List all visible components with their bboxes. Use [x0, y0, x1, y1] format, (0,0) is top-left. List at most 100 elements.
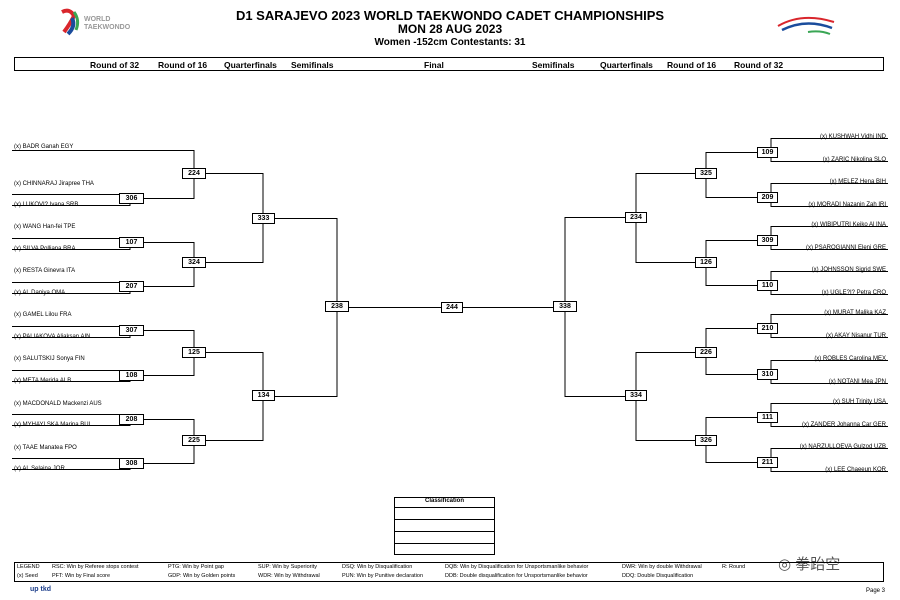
- legend-item: DDB: Double disqualification for Unsport…: [445, 573, 588, 579]
- round-label-right-sf: Semifinals: [532, 60, 575, 70]
- athlete-left-12: (x) MACDONALD Mackenzi AUS: [14, 401, 102, 407]
- athlete-right-10: (x) AKAY Nisanur TUR: [825, 333, 886, 339]
- event-date: MON 28 AUG 2023: [397, 22, 503, 36]
- round-label-right-r32: Round of 32: [734, 60, 784, 70]
- match-box: 308: [119, 458, 144, 469]
- watermark: ◎ 拳跆空: [778, 556, 841, 573]
- athlete-left-11: (x) META Merida ALB: [14, 378, 72, 384]
- athlete-right-7: (x) JOHNSSON Sigrid SWE: [811, 267, 886, 273]
- classification-row: [394, 507, 495, 508]
- match-box: 126: [695, 257, 717, 268]
- category-info: Women -152cm Contestants: 31: [374, 37, 526, 48]
- match-box: 226: [695, 347, 717, 358]
- match-box: 107: [119, 237, 144, 248]
- match-box: 238: [325, 301, 349, 312]
- athlete-left-10: (x) SALUTSKIJ Sonya FIN: [14, 356, 85, 362]
- match-box: 224: [182, 168, 206, 179]
- match-box: 306: [119, 193, 144, 204]
- classification-row: [394, 543, 495, 544]
- legend-item: SUP: Win by Superiority: [258, 564, 317, 570]
- round-label-left-qf: Quarterfinals: [224, 60, 277, 70]
- logo-text-taekwondo: TAEKWONDO: [84, 24, 131, 31]
- round-label-final: Final: [424, 60, 444, 70]
- match-box: 309: [757, 235, 778, 246]
- match-box: 325: [695, 168, 717, 179]
- wechat-icon: ◎: [778, 556, 796, 573]
- athlete-left-1: (x) BADR Ganah EGY: [14, 144, 74, 150]
- legend-item: GDP: Win by Golden points: [168, 573, 236, 579]
- match-box: 134: [252, 390, 275, 401]
- athlete-left-4: (x) WANG Han-fei TPE: [14, 224, 76, 230]
- athlete-left-13: (x) MYHAYLSKA Marina BUL: [14, 422, 92, 428]
- athlete-left-8: (x) GAMEL Lilou FRA: [14, 312, 72, 318]
- match-box: 338: [553, 301, 577, 312]
- athlete-right-4: (x) MORADI Nazanin Zah IRI: [808, 202, 886, 208]
- match-box: 125: [182, 347, 206, 358]
- match-box: 108: [119, 370, 144, 381]
- match-box: 207: [119, 281, 144, 292]
- match-box: 225: [182, 435, 206, 446]
- match-box: 324: [182, 257, 206, 268]
- athlete-right-11: (x) ROBLES Carolina MEX: [814, 356, 886, 362]
- athlete-right-14: (x) ZANDER Johanna Car GER: [801, 422, 886, 428]
- classification-title: Classification: [424, 498, 464, 504]
- match-box: 310: [757, 369, 778, 380]
- athlete-right-15: (x) NARZULLOEVA Gulzod UZB: [799, 444, 886, 450]
- athlete-right-13: (x) SUH Trinity USA: [832, 399, 886, 405]
- athlete-right-6: (x) PSAROGIANNI Eleni GRE: [805, 245, 886, 251]
- athlete-left-7: (x) AL Daniya OMA: [14, 290, 66, 296]
- world-taekwondo-logo: WORLD TAEKWONDO: [58, 8, 148, 38]
- athlete-left-2: (x) CHINNARAJ Jirapree THA: [14, 181, 94, 187]
- match-box: 307: [119, 325, 144, 336]
- athlete-left-5: (x) SILVA Polliana BRA: [14, 246, 76, 252]
- legend-box: [14, 562, 884, 582]
- round-label-left-r32: Round of 32: [90, 60, 140, 70]
- athlete-right-8: (x) UGLE?I? Petra CRO: [821, 290, 886, 296]
- final-match-box: 244: [441, 302, 463, 313]
- legend-item: DDQ: Double Disqualification: [622, 573, 694, 579]
- classification-row: [394, 531, 495, 532]
- match-box: 111: [757, 412, 778, 423]
- athlete-right-3: (x) MELEZ Hena BIH: [829, 179, 886, 185]
- match-box: 208: [119, 414, 144, 425]
- legend-item: R: Round: [722, 564, 746, 570]
- athlete-right-16: (x) LEE Chaeeun KOR: [825, 467, 886, 473]
- uptkd-logo: up tkd: [30, 586, 51, 593]
- legend-item: LEGEND: [17, 564, 40, 570]
- logo-text-world: WORLD: [84, 16, 110, 23]
- athlete-right-12: (x) NOTANI Mea JPN: [828, 379, 886, 385]
- round-header-bar: [14, 57, 884, 71]
- athlete-left-6: (x) RESTA Ginevra ITA: [14, 268, 76, 274]
- athlete-right-5: (x) WIBIPUTRI Keiko Al INA: [811, 222, 886, 228]
- round-label-right-qf: Quarterfinals: [600, 60, 653, 70]
- athlete-left-15: (x) AL Selaina JOR: [14, 466, 65, 472]
- match-box: 209: [757, 192, 778, 203]
- classification-row: [394, 519, 495, 520]
- match-box: 333: [252, 213, 275, 224]
- federation-emblem: [772, 10, 842, 38]
- athlete-right-2: (x) ZARIC Nikolina SLO: [822, 157, 886, 163]
- legend-item: PTG: Win by Point gap: [168, 564, 224, 570]
- legend-item: PUN: Win by Punitive declaration: [342, 573, 424, 579]
- legend-item: DWR: Win by double Withdrawal: [622, 564, 702, 570]
- match-box: 110: [757, 280, 778, 291]
- legend-item: RSC: Win by Referee stops contest: [52, 564, 139, 570]
- legend-item: (x) Seed: [17, 573, 38, 579]
- page-number: Page 3: [866, 588, 886, 594]
- athlete-left-9: (x) PALIAKOVA Aliaksan AIN: [14, 334, 91, 340]
- round-label-left-sf: Semifinals: [291, 60, 334, 70]
- legend-item: WDR: Win by Withdrawal: [258, 573, 320, 579]
- athlete-left-3: (x) LUKOVI? Ivana SRB: [14, 202, 79, 208]
- athlete-right-9: (x) MURAT Malika KAZ: [824, 310, 886, 316]
- legend-item: DSQ: Win by Disqualification: [342, 564, 413, 570]
- round-label-right-r16: Round of 16: [667, 60, 717, 70]
- match-box: 334: [625, 390, 647, 401]
- match-box: 211: [757, 457, 778, 468]
- classification-table: [394, 497, 495, 555]
- match-box: 210: [757, 323, 778, 334]
- match-box: 109: [757, 147, 778, 158]
- legend-item: DQB: Win by Disqualification for Unsport…: [445, 564, 589, 570]
- athlete-right-1: (x) KUSHWAH Vidhi IND: [819, 134, 886, 140]
- page-title: D1 SARAJEVO 2023 WORLD TAEKWONDO CADET C…: [235, 8, 665, 23]
- match-box: 234: [625, 212, 647, 223]
